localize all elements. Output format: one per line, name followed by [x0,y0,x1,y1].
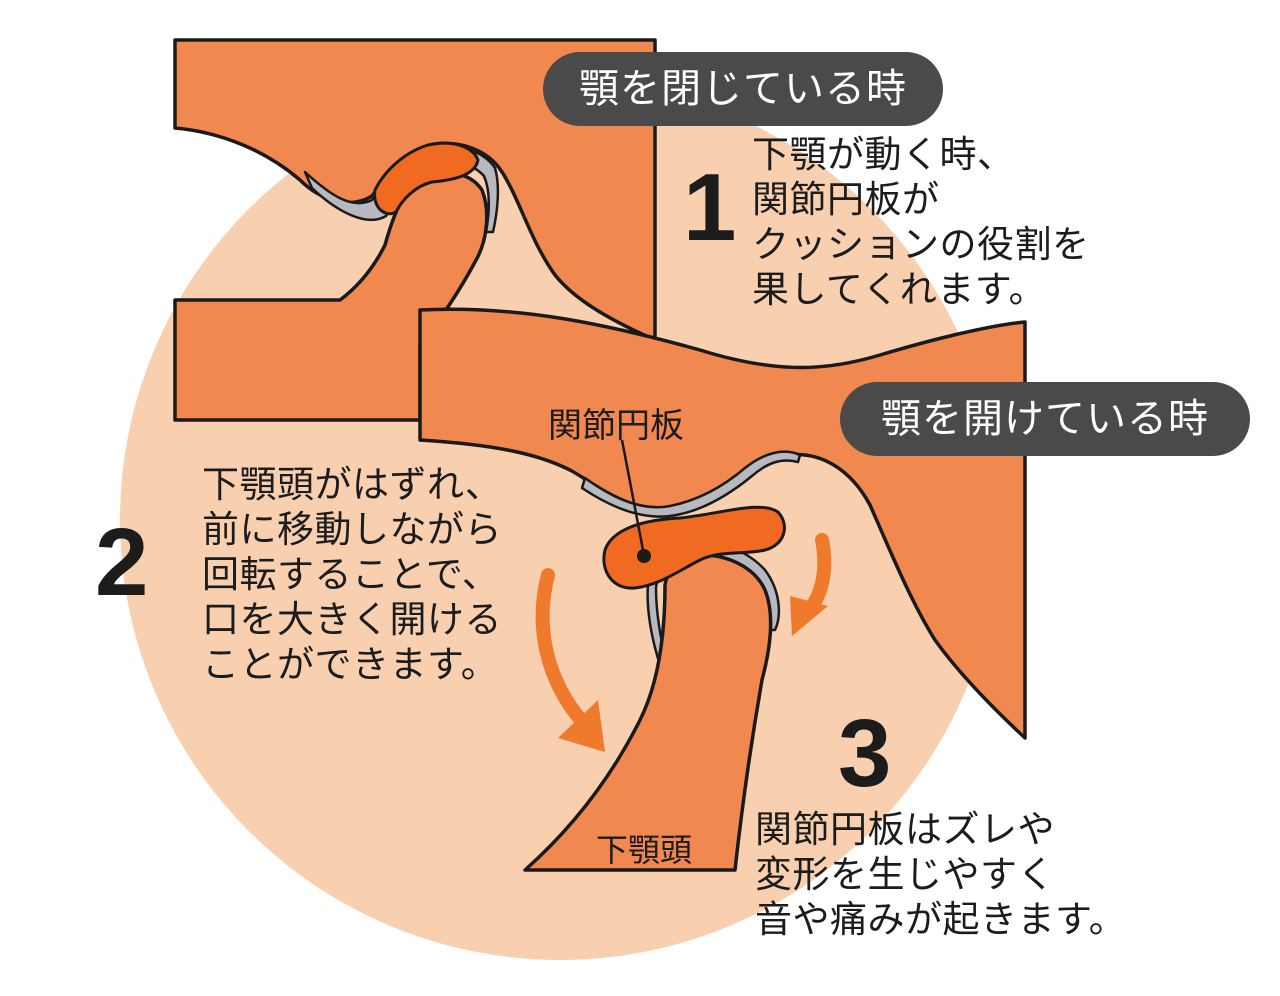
closed-mandible [173,171,489,422]
step-1-line: 関節円板が [752,178,940,221]
open-cartilage [580,450,802,518]
rotation-arrowhead-right [790,596,828,636]
disc-leader-line [620,439,645,551]
condyle-label: 下顎頭 [596,831,693,869]
step-3-line: 音や痛みが起きます。 [755,898,1127,941]
step-3-text: 関節円板はズレや 変形を生じやすく 音や痛みが起きます。 [755,807,1126,942]
open-mandible [523,553,773,872]
step-3-number: 3 [838,700,892,807]
closed-jaw-badge: 顎を閉じている時 [543,52,943,126]
step-1-line: クッションの役割を [752,223,1090,266]
open-disc [602,505,786,590]
step-1-text: 下顎が動く時、 関節円板が クッションの役割を 果してくれます。 [752,132,1090,312]
closed-disc [373,141,480,216]
step-2-line: ことができます。 [202,643,499,686]
rotation-arrow-left [535,568,592,732]
step-1-line: 下顎が動く時、 [752,133,1015,176]
rotation-arrowhead-left [558,700,605,752]
step-3-line: 関節円板はズレや [755,808,1055,851]
step-2-line: 口を大きく開ける [202,598,502,641]
step-2-line: 下顎頭がはずれ、 [202,463,503,506]
step-2-line: 前に移動しながら [202,508,502,551]
open-jaw-badge: 顎を開けている時 [840,382,1250,456]
disc-leader-dot [637,549,651,563]
step-1-line: 果してくれます。 [752,268,1047,311]
step-3-line: 変形を生じやすく [755,853,1055,896]
disc-label: 関節円板 [548,406,684,446]
step-2-text: 下顎頭がはずれ、 前に移動しながら 回転することで、 口を大きく開ける ことがで… [202,462,502,687]
step-2-number: 2 [95,509,149,616]
step-2-line: 回転することで、 [202,553,500,596]
step-1-number: 1 [683,154,737,261]
